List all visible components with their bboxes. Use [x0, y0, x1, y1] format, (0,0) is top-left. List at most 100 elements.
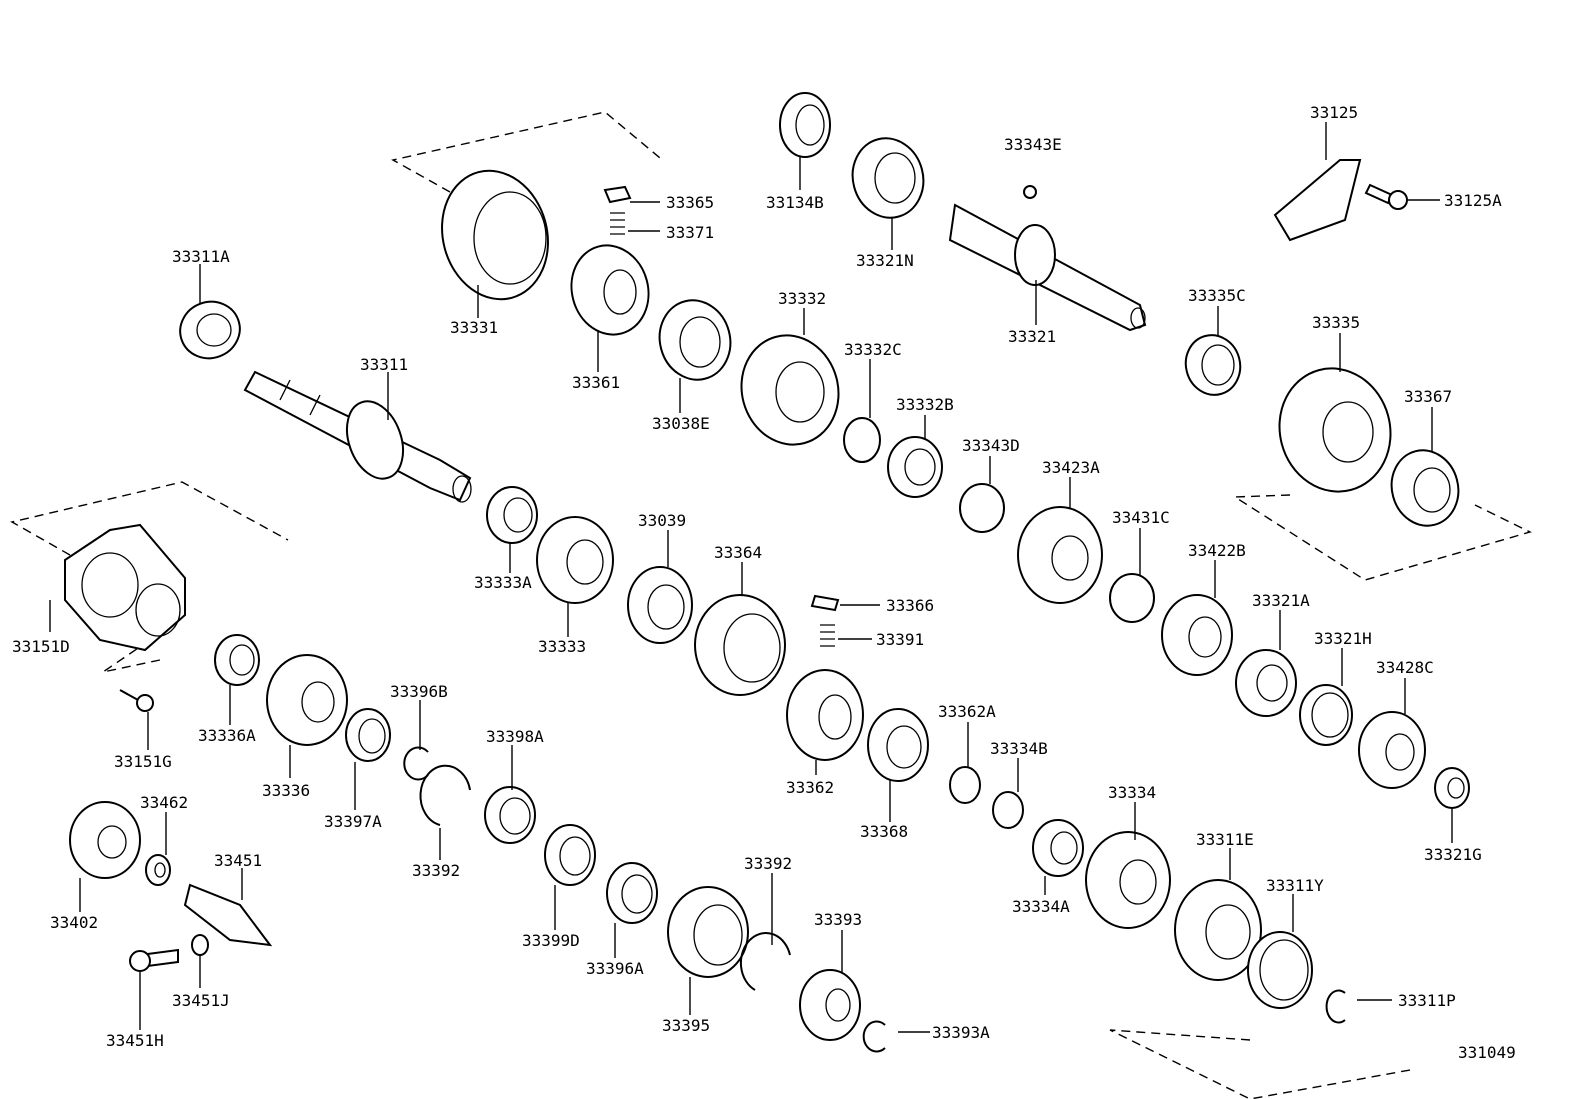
bolt-33451H	[129, 948, 179, 972]
label-33371: 33371	[666, 223, 714, 242]
label-33392-a: 33392	[412, 861, 460, 880]
label-33431C: 33431C	[1112, 508, 1170, 527]
label-33399D: 33399D	[522, 931, 580, 950]
label-33451J: 33451J	[172, 991, 230, 1010]
sleeve-33395	[667, 886, 749, 978]
nut-33321G	[1434, 767, 1470, 809]
label-33311: 33311	[360, 355, 408, 374]
ring-33397A	[345, 708, 391, 762]
spacer-33431C	[1109, 573, 1155, 623]
label-33365: 33365	[666, 193, 714, 212]
sleeve-33364	[694, 594, 786, 696]
leader-lines	[49, 122, 1453, 1033]
gear-33335	[1278, 367, 1392, 493]
dashed-group-outlines	[10, 111, 1532, 1099]
label-33451H: 33451H	[106, 1031, 164, 1050]
label-33368: 33368	[860, 822, 908, 841]
spring-33392-a	[419, 764, 471, 826]
hub-33361	[570, 244, 650, 336]
label-33321: 33321	[1008, 327, 1056, 346]
label-33366: 33366	[886, 596, 934, 615]
label-33321A: 33321A	[1252, 591, 1310, 610]
ring-33311Y	[1247, 931, 1313, 1009]
label-33334A: 33334A	[1012, 897, 1070, 916]
ring-33038E	[658, 299, 732, 381]
shaft-33451	[183, 883, 273, 947]
gear-33423A	[1017, 506, 1103, 604]
label-33311A: 33311A	[172, 247, 230, 266]
ring-33367	[1390, 449, 1460, 527]
ring-33396A	[606, 862, 658, 924]
label-33321G: 33321G	[1424, 845, 1482, 864]
part-labels: 33311A 33311 33331 33365 33371 33361 330…	[12, 103, 1516, 1062]
label-33321H: 33321H	[1314, 629, 1372, 648]
label-33364: 33364	[714, 543, 762, 562]
needle-bearing-33332B	[887, 436, 943, 498]
snap-ring-33362A	[949, 766, 981, 804]
label-33321N: 33321N	[856, 251, 914, 270]
label-33333: 33333	[538, 637, 586, 656]
bolt-33151G	[119, 689, 154, 712]
label-33334B: 33334B	[990, 739, 1048, 758]
label-33151D: 33151D	[12, 637, 70, 656]
label-33391: 33391	[876, 630, 924, 649]
ring-33334B	[992, 791, 1024, 829]
oil-seal-33134B	[779, 92, 831, 158]
label-33343D: 33343D	[962, 436, 1020, 455]
label-33336: 33336	[262, 781, 310, 800]
label-33151G: 33151G	[114, 752, 172, 771]
snap-ring-33393A	[862, 1020, 886, 1053]
snap-ring-33396B	[403, 746, 429, 781]
ring-33321H	[1299, 684, 1353, 746]
gear-33333	[536, 516, 614, 604]
label-33038E: 33038E	[652, 414, 710, 433]
label-33333A: 33333A	[474, 573, 532, 592]
gear-33428C	[1358, 711, 1426, 789]
spring-33391	[820, 624, 835, 647]
gear-33422B	[1161, 594, 1233, 676]
needle-bearing-33334A	[1032, 819, 1084, 877]
label-33462: 33462	[140, 793, 188, 812]
bracket-33125	[1273, 159, 1362, 242]
label-33362: 33362	[786, 778, 834, 797]
ring-33398A	[484, 786, 536, 844]
ring-33368	[867, 708, 929, 782]
needle-bearing-33335C	[1184, 334, 1242, 396]
needle-bearing-33336A	[214, 634, 260, 686]
label-33367: 33367	[1404, 387, 1452, 406]
label-33134B: 33134B	[766, 193, 824, 212]
label-33125: 33125	[1310, 103, 1358, 122]
sleeve-33331	[441, 169, 549, 301]
ring-33039	[627, 566, 693, 644]
label-33423A: 33423A	[1042, 458, 1100, 477]
label-33396A: 33396A	[586, 959, 644, 978]
washer-33462	[145, 854, 171, 886]
label-33332B: 33332B	[896, 395, 954, 414]
label-33311Y: 33311Y	[1266, 876, 1324, 895]
gear-33336	[266, 654, 348, 746]
key-33365	[603, 185, 632, 204]
label-33334: 33334	[1108, 783, 1156, 802]
bearing-33321N	[851, 137, 925, 219]
snap-ring-33311P	[1325, 989, 1346, 1024]
spring-33371	[610, 212, 625, 235]
label-33125A: 33125A	[1444, 191, 1502, 210]
shaft-33321	[948, 203, 1147, 332]
bearing-33321A	[1235, 649, 1297, 717]
bolt-33125A	[1364, 183, 1408, 210]
label-33397A: 33397A	[324, 812, 382, 831]
label-33392-b: 33392	[744, 854, 792, 873]
bearing-33311E	[1174, 879, 1262, 981]
label-33311E: 33311E	[1196, 830, 1254, 849]
gear-33334	[1085, 831, 1171, 929]
label-33039: 33039	[638, 511, 686, 530]
label-33332: 33332	[778, 289, 826, 308]
diagram-id-label: 331049	[1458, 1043, 1516, 1062]
gear-33332	[740, 334, 840, 446]
washer-33451J	[191, 934, 209, 956]
label-33361: 33361	[572, 373, 620, 392]
label-33335C: 33335C	[1188, 286, 1246, 305]
bearing-33311A	[179, 300, 241, 360]
